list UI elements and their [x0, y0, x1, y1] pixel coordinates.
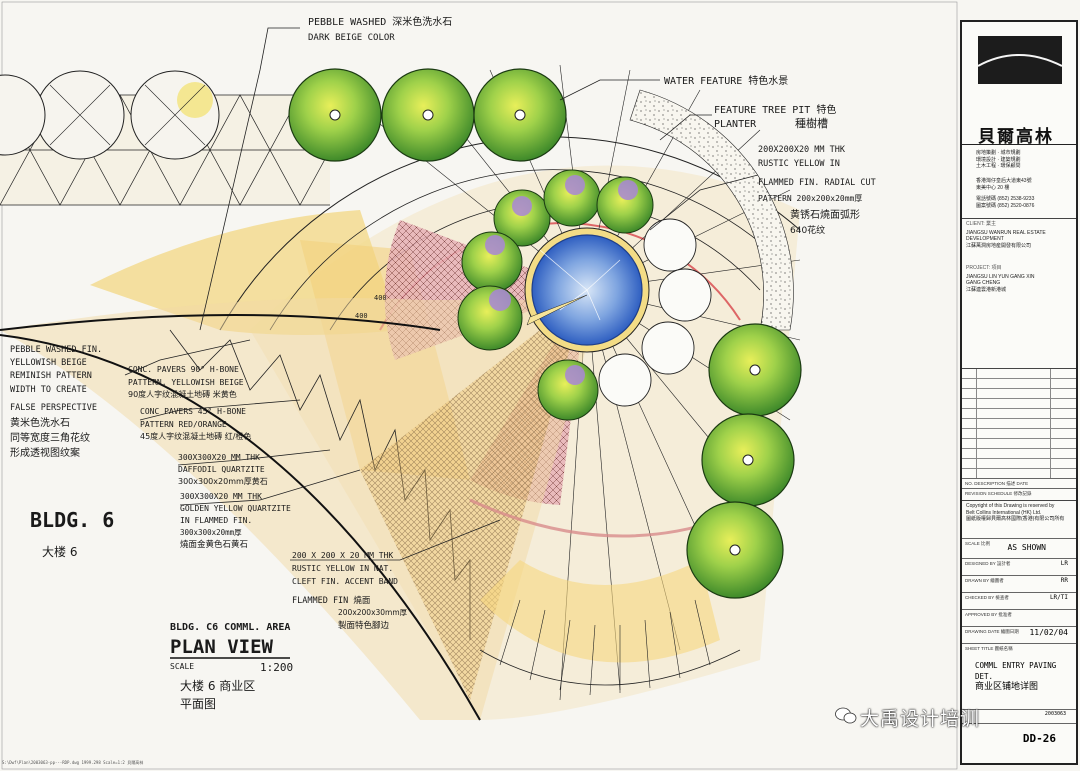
- tree-canopies: [0, 68, 802, 599]
- drawing-date-row: DRAWING DATE 繪圖日期 11/02/04: [962, 626, 1076, 643]
- sheet-title-block: SHEET TITLE 圖紙名稱 COMML ENTRY PAVING DET.…: [962, 643, 1076, 709]
- dimension-label: 400: [374, 294, 387, 302]
- note-band-2: RUSTIC YELLOW IN NAT.: [292, 564, 393, 573]
- tree-canopy: [701, 413, 795, 507]
- revision-header: NO. DESCRIPTION 描述 DATE: [962, 478, 1076, 492]
- building-label-zh: 大楼 6: [42, 544, 77, 559]
- drawing-number-row: DD-26: [962, 723, 1076, 763]
- company-address: 香港灣仔皇后大道東43號 東美中心 20 樓: [976, 178, 1032, 191]
- note-gold-4: 300x300x20mm厚: [180, 528, 242, 537]
- scale-value: 1:200: [260, 661, 293, 674]
- note-rustic-3: FLAMMED FIN. RADIAL CUT: [758, 178, 876, 188]
- annotation-labels: PEBBLE WASHED 深米色洗水石 DARK BEIGE COLOR WA…: [10, 15, 876, 711]
- note-band-3: CLEFT FIN. ACCENT BAND: [292, 577, 398, 586]
- note-gold-2: GOLDEN YELLOW QUARTZITE: [180, 504, 291, 513]
- note-left-5: FALSE PERSPECTIVE: [10, 403, 97, 413]
- company-name-zh: 貝爾高林: [978, 127, 1054, 147]
- note-daff-3: 300x300x20mm厚黄石: [178, 476, 268, 486]
- note-rustic-1: 200X200X20 MM THK: [758, 145, 846, 155]
- water-feature: [524, 227, 650, 353]
- tree-outline: [0, 74, 46, 156]
- note-left-8: 形成透视图纹案: [10, 446, 80, 459]
- company-phones: 電話號碼 (852) 2538-9233 圖案號碼 (852) 2520-087…: [976, 196, 1035, 209]
- note-gold-1: 300X300X20 MM THK: [180, 492, 262, 501]
- note-water-feature: WATER FEATURE 特色水景: [664, 74, 788, 87]
- note-rustic-5: 黄锈石燒面弧形: [790, 208, 860, 221]
- note-tree-pit-3: 種樹槽: [795, 116, 828, 130]
- note-tree-pit-1: FEATURE TREE PIT 特色: [714, 103, 836, 116]
- note-left-6: 黄米色洗水石: [10, 416, 70, 429]
- plan-subtitle: BLDG. C6 COMML. AREA: [170, 622, 290, 633]
- note-band-6: 製面特色腳边: [338, 620, 390, 631]
- tree-outline: [35, 70, 125, 160]
- tree-canopy: [381, 68, 475, 162]
- note-left-1: PEBBLE WASHED FIN.: [10, 345, 102, 355]
- tree-outline: [130, 70, 220, 160]
- drawn-by-row: DRAWN BY 繪圖者 RR: [962, 575, 1076, 592]
- revision-table: [962, 368, 1076, 479]
- company-services: 房地策劃 · 城市規劃 環境設計 · 建築規劃 土木工程 · 環保顧問: [976, 150, 1021, 169]
- note-left-4: WIDTH TO CREATE: [10, 385, 87, 395]
- scale-row: SCALE 比例 AS SHOWN: [962, 538, 1076, 558]
- tree-canopy: [288, 68, 382, 162]
- note-pebble-color: DARK BEIGE COLOR: [308, 33, 395, 43]
- leader-lines: [124, 27, 759, 561]
- landscape-plan-drawing: PEBBLE WASHED 深米色洗水石 DARK BEIGE COLOR WA…: [0, 1, 958, 770]
- job-number-row: 2003063: [962, 709, 1076, 723]
- title-block: 貝爾高林 房地策劃 · 城市規劃 環境設計 · 建築規劃 土木工程 · 環保顧問…: [960, 20, 1078, 765]
- note-rustic-2: RUSTIC YELLOW IN: [758, 159, 840, 169]
- note-gold-3: IN FLAMMED FIN.: [180, 516, 252, 525]
- note-conc90-2: PATTERN, YELLOWISH BEIGE: [128, 378, 244, 387]
- note-band-1: 200 X 200 X 20 MM THK: [292, 551, 393, 560]
- shrub-outline-ring: [598, 218, 712, 407]
- note-left-3: REMINISH PATTERN: [10, 371, 92, 381]
- checked-by-row: CHECKED BY 檢查者 LR/TI: [962, 592, 1076, 609]
- building-label: BLDG. 6: [30, 508, 114, 532]
- diagonal-paving: [0, 295, 741, 721]
- plan-title-zh-2: 平面图: [180, 697, 216, 711]
- note-daff-2: DAFFODIL QUARTZITE: [178, 465, 265, 474]
- note-rustic-6: 640花纹: [790, 224, 825, 236]
- watermark-text: 大禹设计培训: [860, 708, 981, 730]
- shrub-ring: [457, 169, 654, 421]
- note-daff-1: 300X300X20 MM THK: [178, 453, 260, 462]
- client-block: CLIENT: 業主 JIANGSU WANRUN REAL ESTATE DE…: [962, 218, 1076, 308]
- company-logo: [978, 36, 1062, 84]
- note-conc45-1: CONC PAVERS 45° H-BONE: [140, 407, 246, 416]
- plan-title: PLAN VIEW: [170, 636, 274, 658]
- note-left-7: 同等宽度三角花纹: [10, 431, 90, 444]
- tree-canopy: [708, 323, 802, 417]
- copyright-note: Copyright of this Drawing is reserved by…: [962, 500, 1076, 538]
- note-conc90-3: 90度人字纹混凝土地磚 米黄色: [128, 389, 237, 399]
- revision-schedule-label: REVISION SCHEDULE 修改記錄: [962, 488, 1076, 498]
- scale-label: SCALE: [170, 662, 194, 671]
- note-pebble-washed: PEBBLE WASHED 深米色洗水石: [308, 15, 452, 28]
- file-path-footer: S:\Dwf\Plan\2003063-pp---RDP.dwg 1999.29…: [2, 760, 144, 765]
- note-band-4: FLAMMED FIN 燒面: [292, 595, 371, 606]
- note-conc45-2: PATTERN RED/ORANGE: [140, 420, 227, 429]
- note-band-5: 200x200x30mm厚: [338, 608, 408, 617]
- approved-by-row: APPROVED BY 批准者: [962, 609, 1076, 626]
- plan-title-zh-1: 大楼 6 商业区: [180, 678, 255, 693]
- note-conc45-3: 45度人字纹混凝土地磚 红/橙色: [140, 431, 251, 441]
- note-rustic-4: PATTERN 200x200x20mm厚: [758, 194, 862, 203]
- designed-by-row: DESIGNED BY 設計者 LR: [962, 558, 1076, 575]
- note-left-2: YELLOWISH BEIGE: [10, 358, 87, 368]
- dimension-label: 400: [355, 312, 368, 320]
- wechat-icon: [835, 707, 857, 724]
- tree-canopy: [473, 68, 567, 162]
- note-gold-5: 燒面金黄色石黄石: [180, 539, 248, 550]
- tree-canopy: [686, 501, 784, 599]
- note-conc90-1: CONC. PAVERS 90° H-BONE: [128, 365, 239, 374]
- note-tree-pit-2: PLANTER: [714, 119, 757, 130]
